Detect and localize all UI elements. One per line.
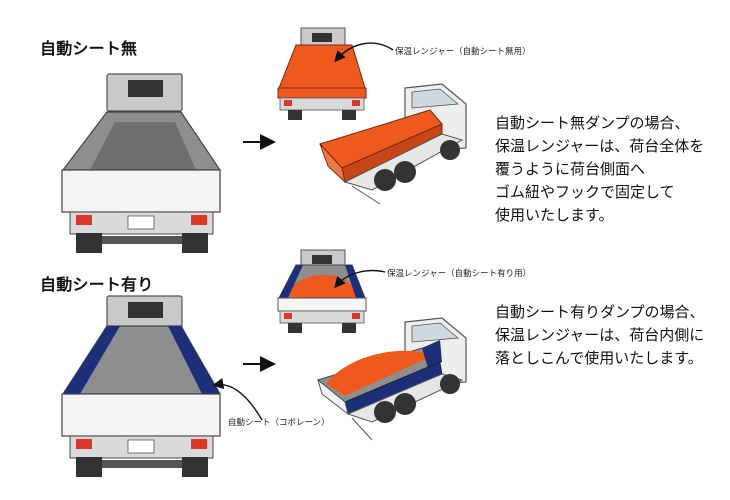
- description-line: 自動シート無ダンプの場合、: [495, 114, 690, 132]
- section-1-description: 自動シート無ダンプの場合、 保温レンジャーは、荷台全体を 覆うように荷台側面へ …: [495, 112, 704, 227]
- truck-small-rear-inner-cover: [277, 249, 367, 333]
- description-line: 保温レンジャーは、荷台全体を: [495, 137, 705, 155]
- truck-rear-view-2: [61, 295, 222, 477]
- callout-cover-with-auto-sheet: 保温レンジャー（自動シート有り用）: [387, 269, 532, 279]
- description-line: ゴム紐やフックで固定して: [495, 183, 675, 201]
- description-line: 保温レンジャーは、荷台内側に: [495, 326, 705, 344]
- section-2-description: 自動シート有りダンプの場合、 保温レンジャーは、荷台内側に 落としこんで使用いた…: [495, 301, 705, 370]
- section-2-heading: 自動シート有り: [40, 275, 154, 294]
- truck-rear-view-1: [61, 73, 222, 253]
- section-1-heading: 自動シート無: [40, 39, 138, 58]
- description-line: 自動シート有りダンプの場合、: [495, 303, 705, 321]
- truck-side-view-inner-cover: [316, 317, 467, 441]
- description-line: 使用いたします。: [495, 206, 614, 224]
- callout-cover-no-auto-sheet: 保温レンジャー（自動シート無用）: [395, 47, 531, 57]
- truck-side-view-covered: [319, 83, 467, 205]
- description-line: 落としこんで使用いたします。: [495, 349, 703, 367]
- callout-auto-sheet: 自動シート（コボレーン）: [228, 418, 330, 428]
- truck-small-rear-covered: [277, 27, 367, 120]
- description-line: 覆うように荷台側面へ: [495, 160, 646, 178]
